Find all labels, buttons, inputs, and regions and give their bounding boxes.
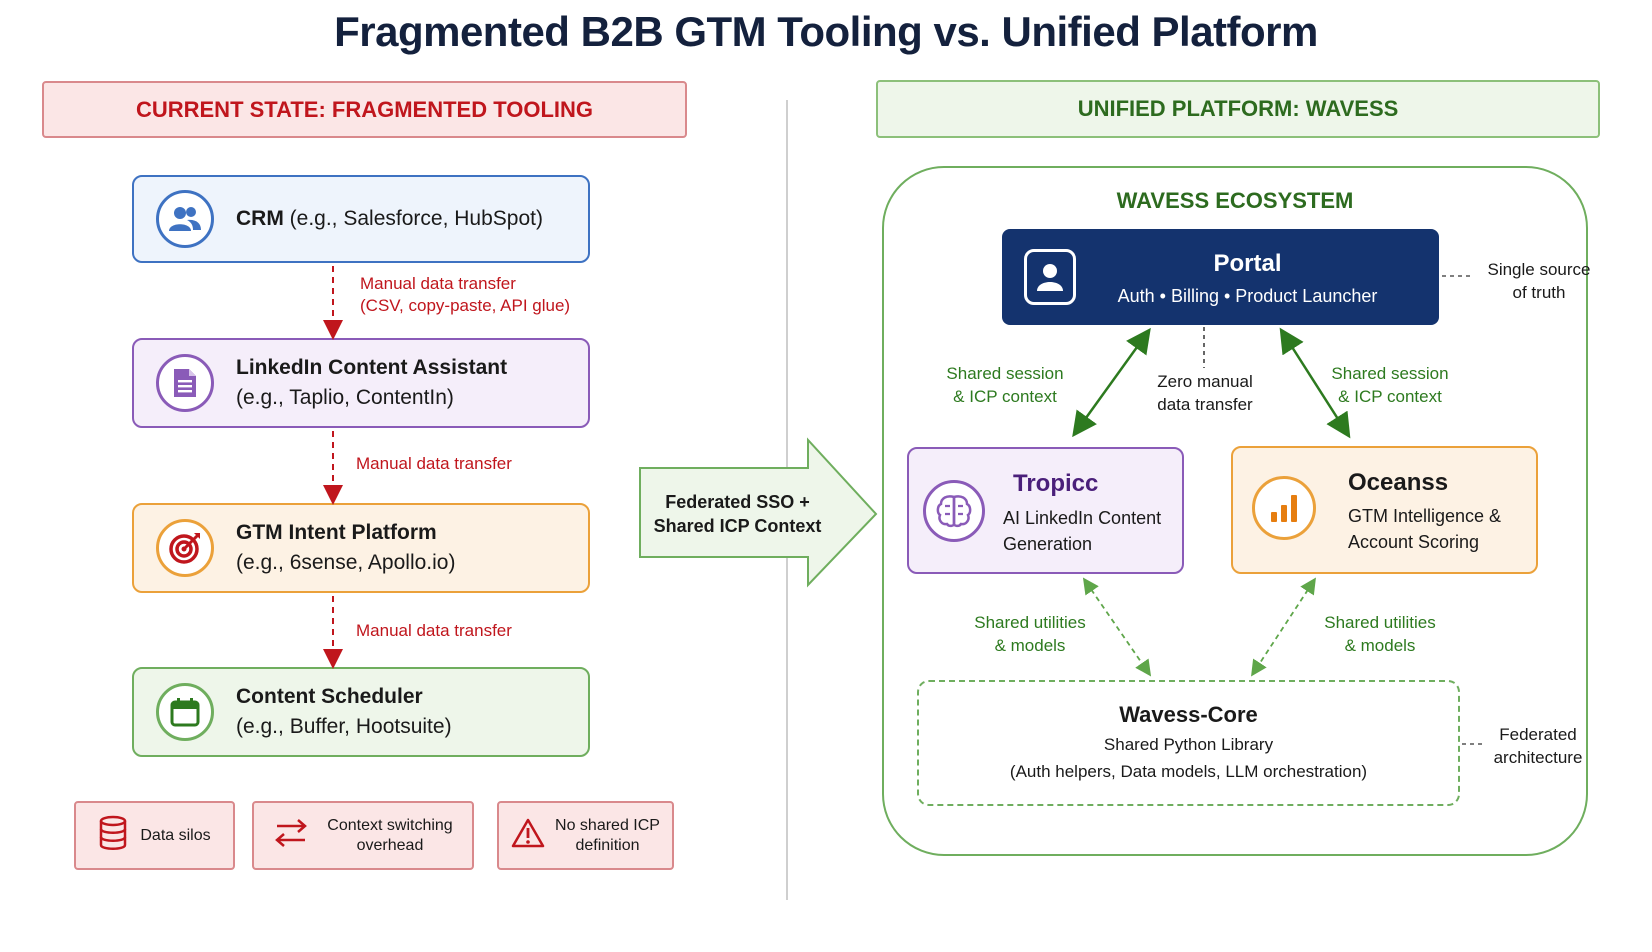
database-icon (98, 815, 128, 857)
wavess-core-box (917, 680, 1460, 806)
portal-box (1002, 229, 1439, 325)
content-scheduler-box: Content Scheduler (e.g., Buffer, Hootsui… (132, 667, 590, 757)
oceanss-subtitle: GTM Intelligence & Account Scoring (1348, 503, 1533, 555)
note-line: & ICP context (1338, 387, 1442, 406)
note-line: data transfer (1157, 395, 1253, 414)
tool-detail: (e.g., Buffer, Hootsuite) (236, 715, 452, 738)
note-line: architecture (1493, 748, 1583, 767)
note-line: & models (1344, 636, 1416, 655)
subtitle-line: Generation (1003, 534, 1093, 554)
transfer-note-line: (CSV, copy-paste, API glue) (360, 296, 571, 315)
pain-data-silos: Data silos (74, 801, 235, 870)
unified-platform-banner: UNIFIED PLATFORM: WAVESS (876, 80, 1600, 138)
ecosystem-label: WAVESS ECOSYSTEM (1116, 188, 1354, 213)
transfer-note-line: Manual data transfer (360, 274, 516, 293)
tool-name: LinkedIn Content Assistant (236, 356, 508, 379)
users-icon (156, 190, 214, 248)
transition-label-line: Shared ICP Context (653, 516, 822, 536)
note-line: Shared session (946, 364, 1064, 383)
subtitle-line: Account Scoring (1348, 532, 1480, 552)
tropicc-title: Tropicc (1013, 470, 1099, 497)
note-line: of truth (1512, 283, 1566, 302)
pain-label-line: Context switching (327, 816, 453, 834)
linkedin-assistant-box: LinkedIn Content Assistant (e.g., Taplio… (132, 338, 590, 428)
single-source-note: Single source of truth (1474, 258, 1604, 304)
tropicc-card: Tropicc AI LinkedIn Content Generation (907, 447, 1184, 574)
tool-detail: (e.g., Salesforce, HubSpot) (283, 207, 543, 230)
brain-icon (923, 480, 985, 542)
note-line: & ICP context (953, 387, 1057, 406)
note-line: Federated (1499, 725, 1577, 744)
tool-name: CRM (236, 207, 284, 230)
oceanss-title: Oceanss (1348, 469, 1449, 496)
tool-detail: (e.g., 6sense, Apollo.io) (236, 551, 456, 574)
pain-context-switching: Context switching overhead (252, 801, 474, 870)
crm-box: CRM (e.g., Salesforce, HubSpot) (132, 175, 590, 263)
user-profile-icon (1024, 249, 1076, 305)
wavess-core-subtitle: Shared Python Library (1103, 735, 1274, 754)
swap-arrows-icon (273, 817, 309, 855)
note-line: Shared session (1331, 364, 1449, 383)
transition-label-line: Federated SSO + (665, 492, 810, 512)
pain-no-shared-icp: No shared ICP definition (497, 801, 674, 870)
crm-label: CRM (e.g., Salesforce, HubSpot) (236, 204, 543, 234)
target-icon (156, 519, 214, 577)
page-title: Fragmented B2B GTM Tooling vs. Unified P… (334, 8, 1318, 55)
transfer-note-2: Manual data transfer (356, 454, 512, 473)
note-line: Single source (1487, 260, 1591, 279)
tool-name: Content Scheduler (236, 685, 423, 708)
left-shared-utilities-label: Shared utilities & models (950, 611, 1110, 657)
gtm-intent-box: GTM Intent Platform (e.g., 6sense, Apoll… (132, 503, 590, 593)
transition-label: Federated SSO + Shared ICP Context (640, 490, 835, 538)
pain-label: Data silos (140, 826, 211, 844)
ecosystem-frame (882, 166, 1588, 856)
zero-manual-transfer-label: Zero manual data transfer (1140, 370, 1270, 416)
document-icon (156, 354, 214, 412)
transfer-note-3: Manual data transfer (356, 621, 512, 640)
federated-architecture-note: Federated architecture (1478, 723, 1598, 769)
note-line: & models (994, 636, 1066, 655)
transfer-note-1: Manual data transfer (CSV, copy-paste, A… (360, 273, 570, 317)
note-line: Shared utilities (1324, 613, 1436, 632)
current-state-banner: CURRENT STATE: FRAGMENTED TOOLING (42, 81, 687, 138)
oceanss-card: Oceanss GTM Intelligence & Account Scori… (1231, 446, 1538, 574)
gtm-intent-label: GTM Intent Platform (e.g., 6sense, Apoll… (236, 518, 455, 578)
calendar-icon (156, 683, 214, 741)
content-scheduler-label: Content Scheduler (e.g., Buffer, Hootsui… (236, 682, 452, 742)
pain-label-line: definition (575, 836, 640, 854)
right-shared-utilities-label: Shared utilities & models (1300, 611, 1460, 657)
tool-detail: (e.g., Taplio, ContentIn) (236, 386, 454, 409)
pain-label: Context switching overhead (327, 816, 452, 856)
subtitle-line: AI LinkedIn Content (1003, 508, 1162, 528)
tool-name: GTM Intent Platform (236, 521, 437, 544)
portal-subtitle: Auth • Billing • Product Launcher (1117, 286, 1378, 306)
pain-label-line: overhead (356, 836, 424, 854)
linkedin-assistant-label: LinkedIn Content Assistant (e.g., Taplio… (236, 353, 507, 413)
wavess-core-title: Wavess-Core (1119, 702, 1258, 727)
right-shared-session-label: Shared session & ICP context (1315, 362, 1465, 408)
wavess-core-description: (Auth helpers, Data models, LLM orchestr… (1009, 762, 1368, 781)
left-shared-session-label: Shared session & ICP context (930, 362, 1080, 408)
note-line: Shared utilities (974, 613, 1086, 632)
pain-label: No shared ICP definition (555, 816, 660, 856)
portal-title: Portal (1213, 250, 1282, 277)
note-line: Zero manual (1157, 372, 1253, 391)
pain-label-line: No shared ICP (555, 816, 660, 834)
tropicc-subtitle: AI LinkedIn Content Generation (1003, 505, 1183, 557)
warning-icon (511, 818, 545, 854)
bar-chart-icon (1252, 476, 1316, 540)
subtitle-line: GTM Intelligence & (1348, 506, 1502, 526)
